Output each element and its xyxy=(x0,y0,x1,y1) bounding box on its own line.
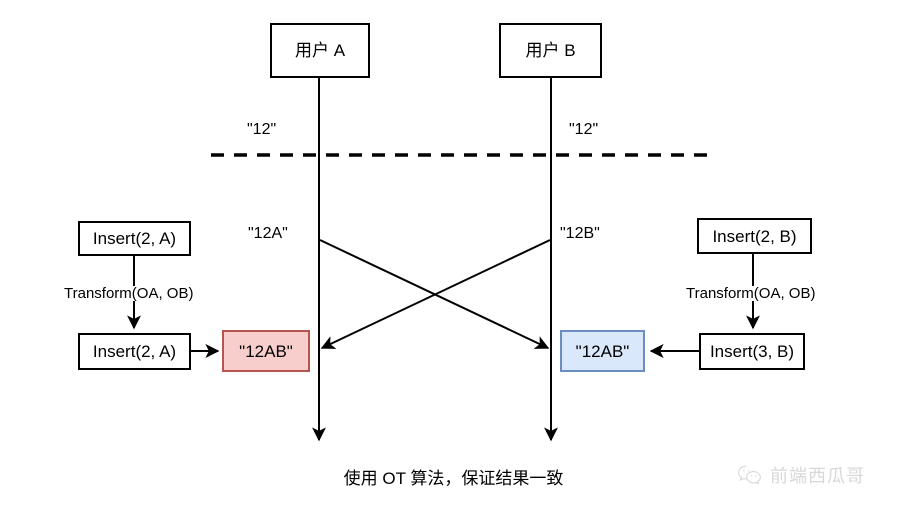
left-op-transformed-label: Insert(2, A) xyxy=(92,342,177,361)
right-op-transformed-box: Insert(3, B) xyxy=(699,333,805,370)
diagram-caption-text: 使用 OT 算法，保证结果一致 xyxy=(343,469,564,488)
state-label-b: "12B" xyxy=(560,225,600,242)
sync-label-b: "12" xyxy=(569,121,599,138)
sync-label-a: "12" xyxy=(247,121,277,138)
right-op-original-label: Insert(2, B) xyxy=(712,226,797,246)
diagram-caption: 使用 OT 算法，保证结果一致 xyxy=(0,470,907,487)
left-transform-label: Transform(OA, OB) xyxy=(62,285,196,302)
left-op-original-label: Insert(2, A) xyxy=(92,229,177,248)
right-result-box: "12AB" xyxy=(560,330,645,372)
actor-box-user-b: 用户 B xyxy=(499,23,602,78)
right-op-transformed-label: Insert(3, B) xyxy=(709,342,795,361)
wechat-icon xyxy=(737,464,763,488)
left-op-original-box: Insert(2, A) xyxy=(78,221,191,256)
state-label-a: "12A" xyxy=(248,225,288,242)
watermark: 前端西瓜哥 xyxy=(737,464,865,488)
right-transform-label: Transform(OA, OB) xyxy=(684,285,818,302)
right-op-original-box: Insert(2, B) xyxy=(697,218,812,254)
watermark-text: 前端西瓜哥 xyxy=(770,466,865,486)
arrow-b-to-a xyxy=(320,239,551,349)
left-result-label: "12AB" xyxy=(239,341,293,361)
actor-box-user-a: 用户 A xyxy=(270,23,370,78)
actor-label-user-b: 用户 B xyxy=(525,41,576,60)
actor-label-user-a: 用户 A xyxy=(294,41,346,60)
left-result-box: "12AB" xyxy=(222,330,310,372)
right-result-label: "12AB" xyxy=(575,341,630,361)
left-op-transformed-box: Insert(2, A) xyxy=(78,333,191,370)
